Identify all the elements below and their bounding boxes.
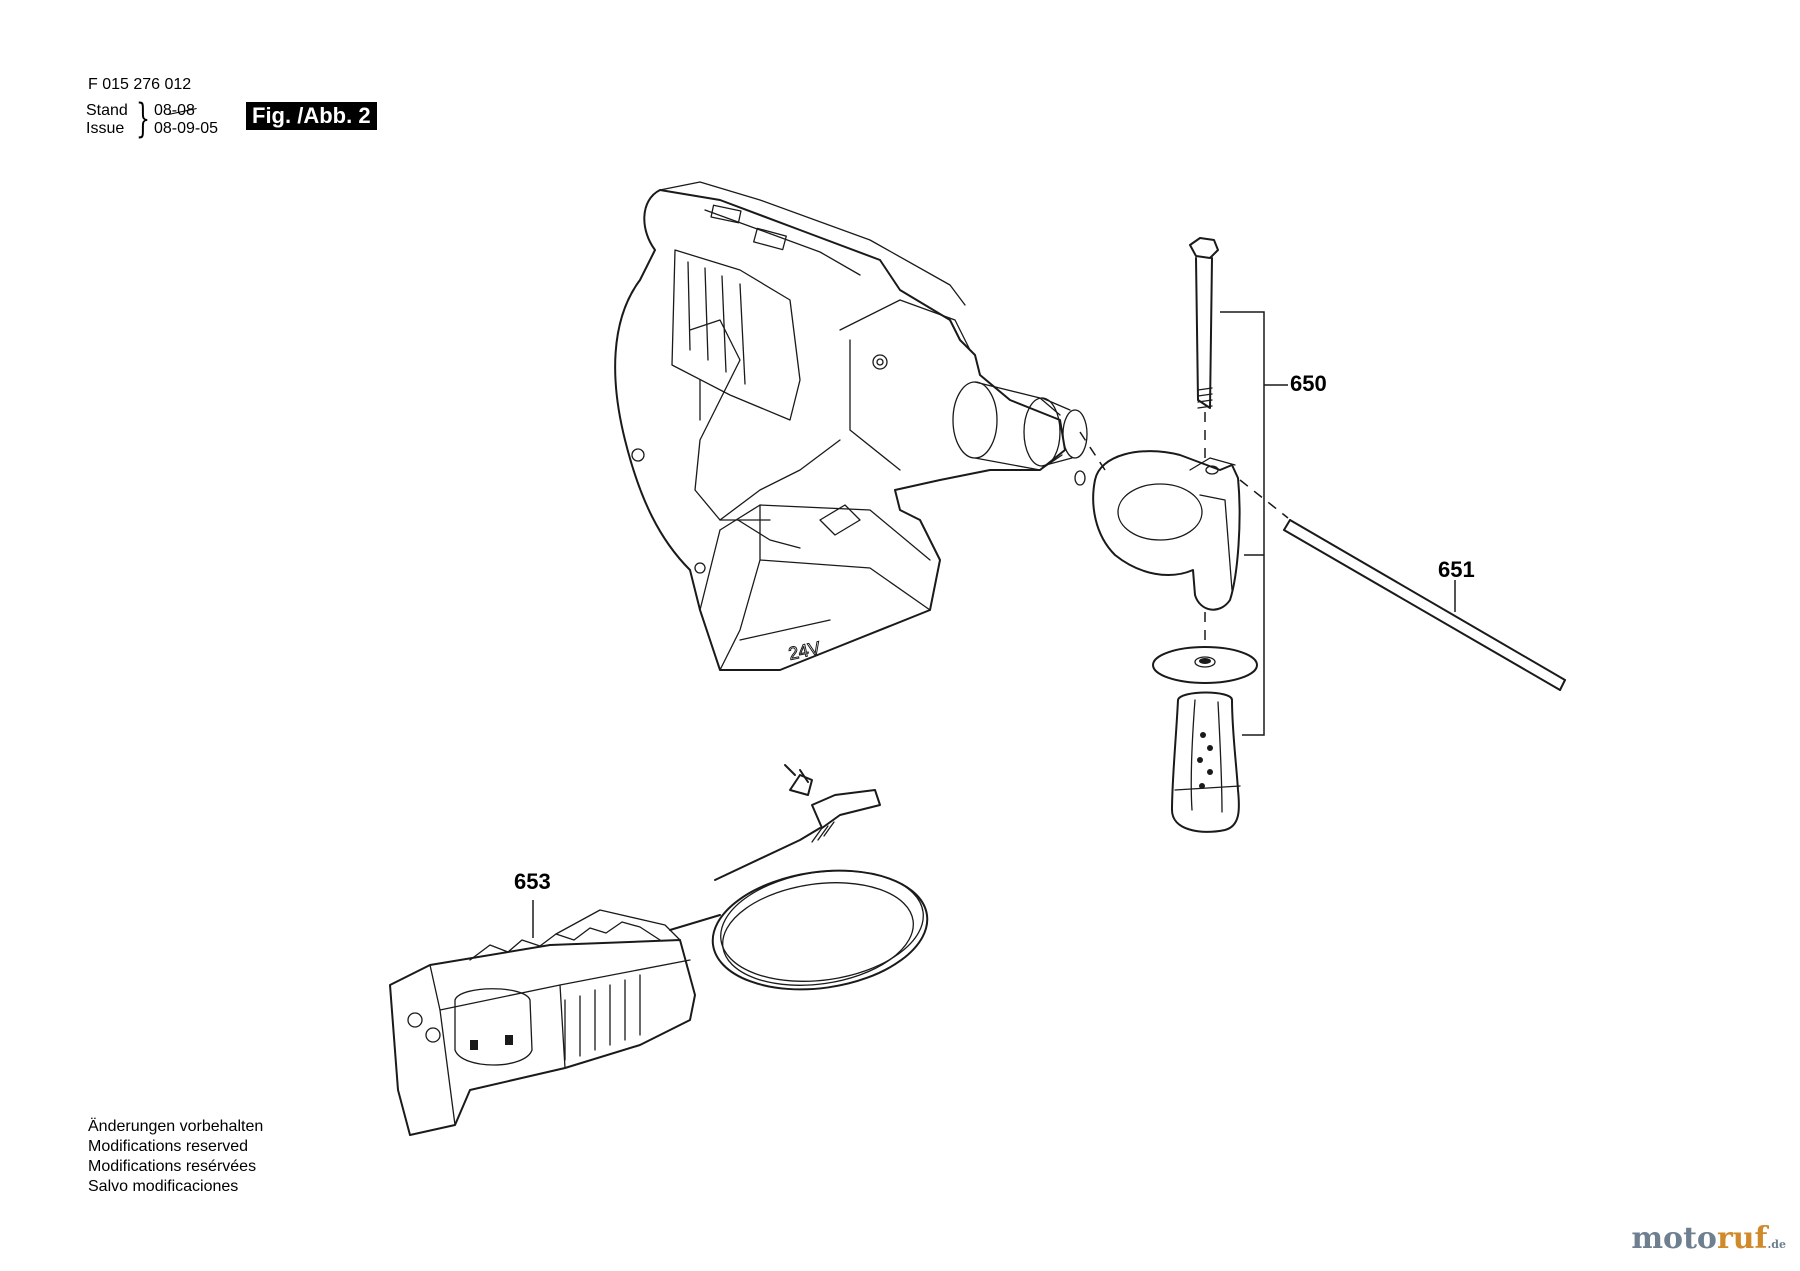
callout-653: 653 [514, 869, 551, 894]
watermark-logo[interactable]: motoruf.de [1631, 1223, 1786, 1261]
modification-notes: Änderungen vorbehalten Modifications res… [88, 1117, 263, 1197]
callout-651: 651 [1438, 557, 1475, 582]
issue-date: 08-09-05 [154, 120, 219, 137]
note-es: Salvo modificaciones [88, 1178, 239, 1195]
cordless-drill: 24V [614, 181, 1088, 671]
note-de: Änderungen vorbehalten [88, 1118, 264, 1135]
issue-label: Issue [86, 120, 125, 137]
battery-charger [389, 764, 929, 1136]
side-handle-assembly [1079, 237, 1566, 833]
document-number: F 015 276 012 [88, 76, 192, 93]
battery-marking: 24V [787, 638, 822, 664]
callout-650: 650 [1290, 371, 1327, 396]
watermark-part-3: .de [1767, 1238, 1786, 1251]
watermark-part-2: ruf [1716, 1221, 1768, 1256]
note-fr: Modifications resérvées [88, 1158, 257, 1175]
brace-glyph: } [136, 96, 150, 142]
stand-label: Stand [86, 102, 128, 119]
note-en: Modifications reserved [88, 1138, 249, 1155]
figure-label: Fig. /Abb. 2 [246, 102, 377, 130]
stand-date: 08-08 [154, 102, 195, 119]
watermark-part-1: moto [1631, 1221, 1717, 1256]
